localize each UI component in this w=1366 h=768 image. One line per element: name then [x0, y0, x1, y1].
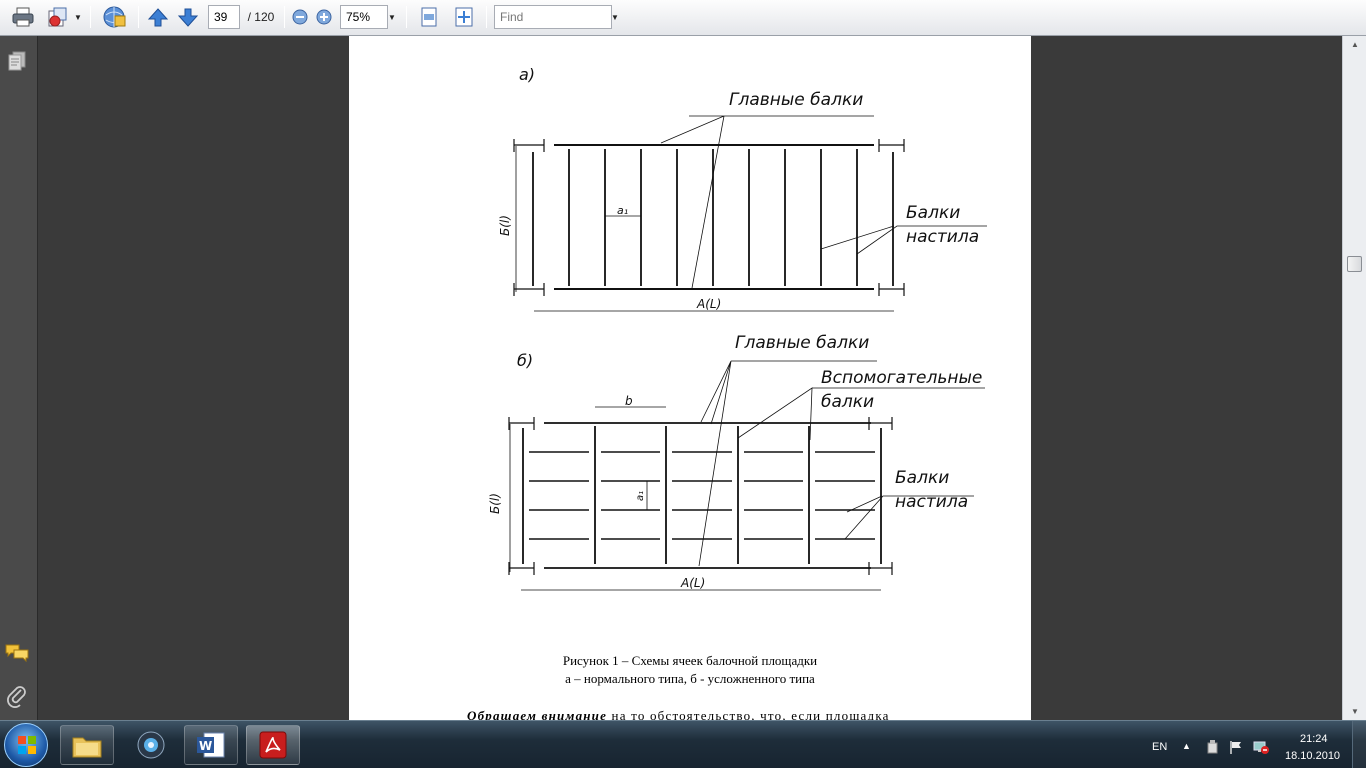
- paperclip-icon: [7, 686, 26, 708]
- page-number-input[interactable]: 39: [208, 5, 240, 29]
- dim-a1-b: a₁: [635, 491, 646, 501]
- find-dropdown[interactable]: ▼: [608, 5, 622, 29]
- tray-action-center-button[interactable]: [1228, 739, 1244, 760]
- dim-a1-a: a₁: [617, 204, 628, 217]
- tray-network-button[interactable]: [1252, 739, 1270, 760]
- chevron-down-icon: ▼: [388, 12, 396, 22]
- dim-length-b: A(L): [680, 576, 705, 590]
- dim-width-a: Б(l): [498, 215, 512, 236]
- zoom-in-icon: [316, 9, 332, 25]
- zoom-out-button[interactable]: [290, 4, 310, 30]
- comments-icon: [5, 644, 29, 663]
- printer-icon: [12, 7, 34, 27]
- vertical-scrollbar[interactable]: ▲ ▼: [1342, 36, 1366, 720]
- tray-device-button[interactable]: [1204, 739, 1220, 760]
- folder-icon: [72, 737, 102, 758]
- show-desktop-button[interactable]: [1352, 721, 1366, 768]
- collaborate-button[interactable]: [98, 4, 130, 30]
- word-icon: W: [197, 732, 225, 758]
- chevron-down-icon: ▼: [611, 12, 619, 22]
- attachments-panel-button[interactable]: [6, 684, 28, 713]
- clock-date[interactable]: 18.10.2010: [1285, 750, 1341, 762]
- page-total: / 120: [247, 10, 275, 24]
- label-deck-beams-a-line1: Балки: [906, 203, 960, 223]
- next-page-button[interactable]: [176, 4, 200, 30]
- pdf-page: а) Главные балки Балки настила A(L) Б(l)…: [349, 36, 1031, 720]
- taskbar: W EN ▲ 21:24 18.10.2010: [0, 720, 1366, 768]
- arrow-up-icon: [147, 8, 169, 27]
- find-input[interactable]: Find: [494, 5, 612, 29]
- figure-caption-line2: а – нормального типа, б - усложненного т…: [565, 671, 815, 686]
- pages-icon: [8, 51, 26, 71]
- taskbar-word[interactable]: W: [184, 725, 238, 765]
- triangle-up-icon: ▲: [1182, 741, 1191, 751]
- acrobat-icon: [259, 731, 287, 759]
- figure-caption-line1: Рисунок 1 – Схемы ячеек балочной площадк…: [562, 653, 818, 668]
- scroll-down-button[interactable]: ▼: [1343, 703, 1366, 720]
- usb-device-icon: [1207, 740, 1218, 754]
- network-icon: [1253, 741, 1269, 754]
- triangle-up-icon: ▲: [1351, 40, 1359, 49]
- figure-label-b: б): [517, 351, 533, 370]
- toolbar: ▼ 39 / 120 75% ▼: [0, 0, 1366, 36]
- fit-width-button[interactable]: [416, 4, 442, 30]
- beam-cell-figure: а) Главные балки Балки настила A(L) Б(l)…: [488, 65, 987, 591]
- start-button[interactable]: [4, 723, 48, 767]
- print-button[interactable]: [8, 4, 38, 30]
- label-deck-beams-a-line2: настила: [906, 227, 979, 247]
- windows-logo-icon: [18, 736, 36, 754]
- language-indicator[interactable]: EN: [1152, 741, 1168, 753]
- navigation-panel: [0, 36, 38, 720]
- label-main-beams-a: Главные балки: [729, 90, 863, 110]
- label-deck-beams-b-line1: Балки: [895, 468, 949, 488]
- flag-icon: [1230, 741, 1241, 754]
- taskbar-explorer[interactable]: [60, 725, 114, 765]
- zoom-out-icon: [292, 9, 308, 25]
- body-rest: на то обстоятельство, что, если площадка: [607, 708, 890, 720]
- label-deck-beams-b-line2: настила: [895, 492, 968, 512]
- label-main-beams-b: Главные балки: [735, 333, 869, 353]
- dim-width-b: Б(l): [488, 493, 502, 514]
- globe-collaborate-icon: [103, 6, 126, 28]
- svg-text:W: W: [199, 739, 212, 753]
- scroll-thumb[interactable]: [1347, 256, 1362, 272]
- zoom-input[interactable]: 75%: [340, 5, 388, 29]
- body-paragraph: Обращаем внимание на то обстоятельство, …: [467, 708, 967, 720]
- arrow-down-icon: [177, 8, 199, 27]
- pages-panel-button[interactable]: [6, 50, 28, 77]
- clock-time[interactable]: 21:24: [1300, 733, 1328, 745]
- save-button[interactable]: ▼: [44, 4, 84, 30]
- tray-expand-button[interactable]: ▲: [1182, 741, 1191, 751]
- fit-width-icon: [421, 7, 437, 27]
- figure-label-a: а): [519, 65, 535, 84]
- taskbar-media-player[interactable]: [124, 725, 178, 765]
- fit-page-icon: [455, 7, 473, 27]
- label-aux-beams-line2: балки: [821, 392, 874, 412]
- zoom-dropdown[interactable]: ▼: [385, 5, 399, 29]
- document-viewer[interactable]: а) Главные балки Балки настила A(L) Б(l)…: [38, 36, 1342, 720]
- triangle-down-icon: ▼: [1351, 707, 1359, 716]
- save-icon: [48, 7, 67, 27]
- previous-page-button[interactable]: [146, 4, 170, 30]
- comments-panel-button[interactable]: [4, 642, 30, 669]
- taskbar-acrobat[interactable]: [246, 725, 300, 765]
- scroll-up-button[interactable]: ▲: [1343, 36, 1366, 53]
- label-aux-beams-line1: Вспомогательные: [821, 368, 982, 388]
- zoom-in-button[interactable]: [314, 4, 334, 30]
- dim-length-a: A(L): [696, 297, 721, 311]
- body-emphasis: Обращаем внимание: [467, 708, 608, 720]
- dim-b: b: [625, 394, 633, 408]
- media-player-icon: [137, 731, 165, 759]
- fit-page-button[interactable]: [450, 4, 478, 30]
